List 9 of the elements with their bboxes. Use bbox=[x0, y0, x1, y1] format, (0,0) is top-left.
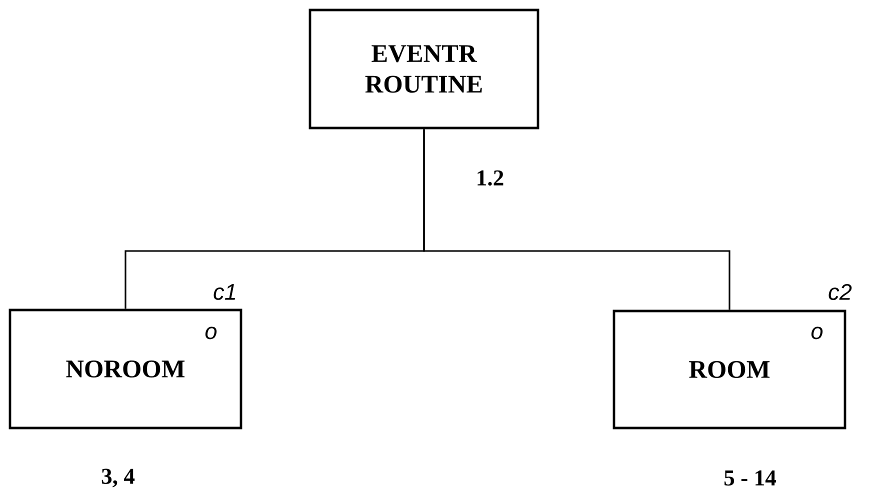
connector-line bbox=[423, 129, 730, 310]
step-number: 5 - 14 bbox=[724, 470, 776, 486]
condition-label: c1 bbox=[214, 284, 236, 300]
step-number: 1.2 bbox=[478, 170, 504, 186]
step-number: 3, 4 bbox=[102, 468, 135, 488]
selection-mark: o bbox=[205, 326, 217, 340]
condition-label: c2 bbox=[828, 284, 852, 300]
selection-mark: o bbox=[811, 326, 823, 340]
process-box: EVENTR ROUTINE bbox=[308, 8, 540, 130]
